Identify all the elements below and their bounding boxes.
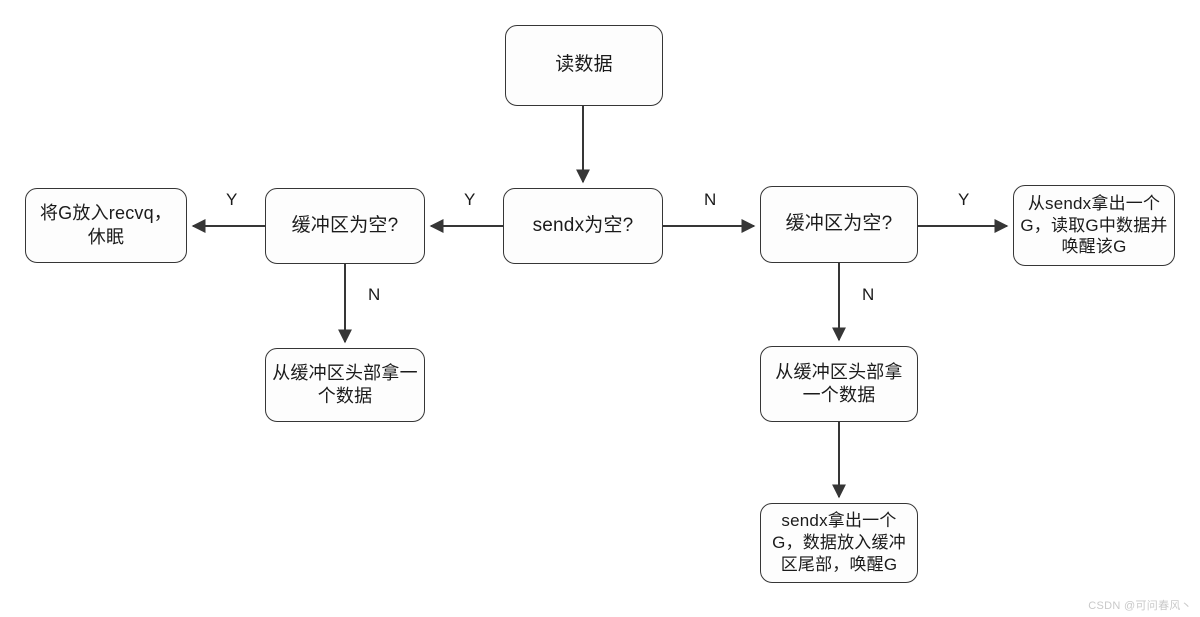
node-buffer-empty-left-decision: 缓冲区为空? bbox=[265, 188, 425, 264]
node-read-data-label: 读数据 bbox=[555, 54, 613, 76]
node-sendx-take-g-to-buffer-tail: sendx拿出一个G，数据放入缓冲区尾部，唤醒G bbox=[760, 503, 918, 583]
node-buffer-empty-right-decision: 缓冲区为空? bbox=[760, 186, 918, 263]
node-buffer-empty-left-label: 缓冲区为空? bbox=[291, 214, 399, 236]
node-put-g-into-recvq-label: 将G放入recvq，休眠 bbox=[39, 203, 173, 247]
edge-label-buffer-empty-right-yes: Y bbox=[958, 190, 970, 209]
watermark: CSDN @可问春风丶 bbox=[1088, 600, 1192, 612]
node-buffer-head-left-label: 从缓冲区头部拿一个数据 bbox=[272, 362, 418, 406]
edge-label-buffer-empty-left-no: N bbox=[368, 285, 381, 304]
node-take-g-from-sendx: 从sendx拿出一个G，读取G中数据并唤醒该G bbox=[1013, 185, 1175, 266]
edge-label-sendx-empty-yes: Y bbox=[464, 190, 476, 209]
node-take-g-from-sendx-label: 从sendx拿出一个G，读取G中数据并唤醒该G bbox=[1020, 193, 1168, 257]
node-buffer-head-left: 从缓冲区头部拿一个数据 bbox=[265, 348, 425, 422]
node-buffer-empty-right-label: 缓冲区为空? bbox=[785, 213, 893, 235]
node-buffer-head-right: 从缓冲区头部拿一个数据 bbox=[760, 346, 918, 422]
node-sendx-take-g-to-buffer-tail-label: sendx拿出一个G，数据放入缓冲区尾部，唤醒G bbox=[772, 511, 906, 574]
edge-label-sendx-empty-no: N bbox=[704, 190, 717, 209]
edge-label-buffer-empty-left-yes: Y bbox=[226, 190, 238, 209]
node-read-data: 读数据 bbox=[505, 25, 663, 106]
edge-label-buffer-empty-right-no: N bbox=[862, 285, 875, 304]
node-buffer-head-right-label: 从缓冲区头部拿一个数据 bbox=[775, 361, 903, 405]
node-sendx-empty-label: sendx为空? bbox=[532, 214, 634, 236]
node-put-g-into-recvq: 将G放入recvq，休眠 bbox=[25, 188, 187, 263]
node-sendx-empty-decision: sendx为空? bbox=[503, 188, 663, 264]
